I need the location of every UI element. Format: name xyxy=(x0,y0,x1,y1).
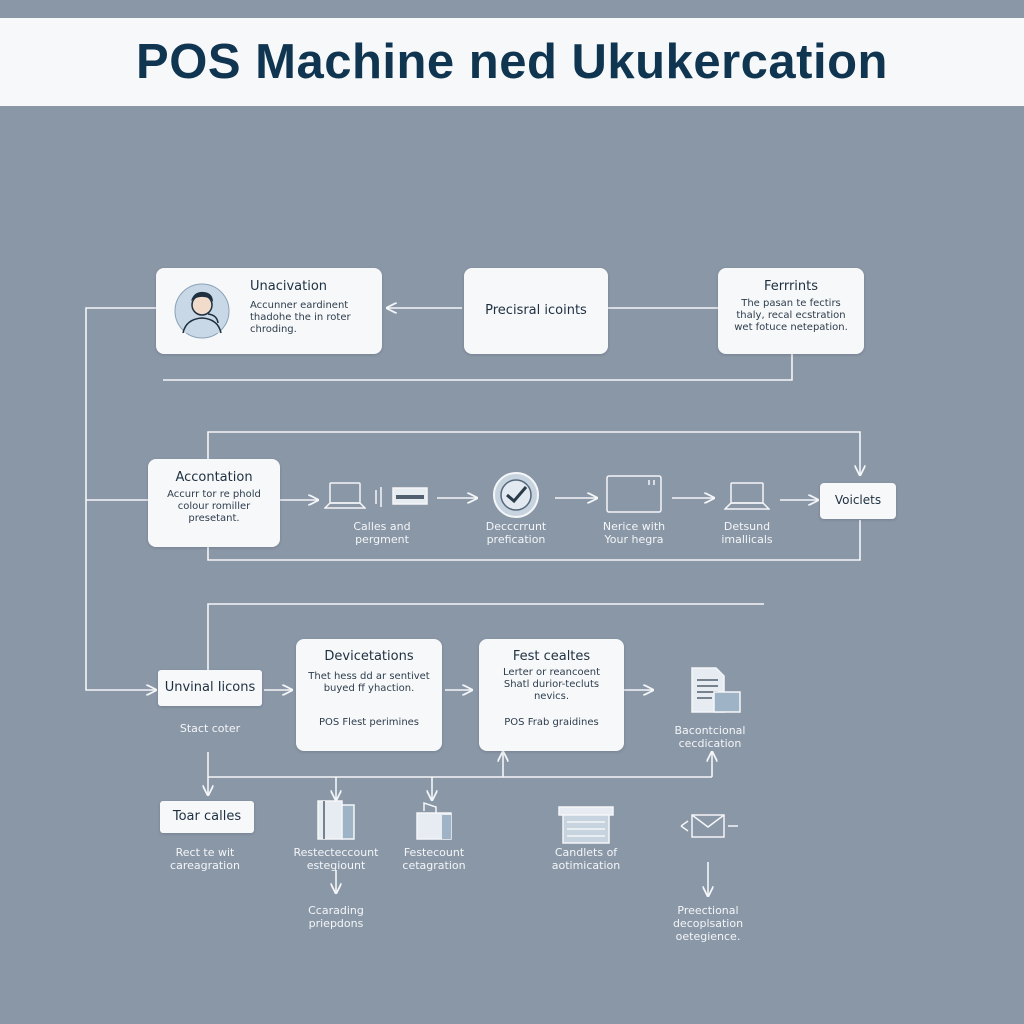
laptop-icon xyxy=(323,481,367,517)
accontation-title: Accontation xyxy=(175,470,253,485)
step-detsund-label: Detsund imallicals xyxy=(721,520,773,546)
rect-te-wit-label: Rect te wit careagration xyxy=(170,846,240,872)
restecteccount-label: Restecteccount estegiount xyxy=(293,846,379,872)
card-terminal-icon xyxy=(374,484,430,514)
voiclets-title: Voiclets xyxy=(834,493,882,507)
user-avatar-icon xyxy=(174,283,230,343)
laptop-2-icon xyxy=(723,481,771,517)
precisral-icoints-card[interactable]: Precisral icoints xyxy=(464,268,608,354)
voiclets-card[interactable]: Voiclets xyxy=(820,483,896,519)
devicetations-title: Devicetations xyxy=(324,649,414,664)
page-title: POS Machine ned Ukukercation xyxy=(136,35,888,89)
tablet-icon xyxy=(605,474,663,518)
step-nerice-label: Nerice with Your hegra xyxy=(602,520,666,546)
unvinal-iicons-title: Unvinal Iicons xyxy=(164,680,256,695)
book-icon xyxy=(316,799,356,845)
step-calles-label: Calles and pergment xyxy=(353,520,411,546)
title-bar xyxy=(0,18,1024,106)
unacivation-text: Accunner eardinent thadohe the in roter … xyxy=(250,300,351,335)
ferrrints-title: Ferrrints xyxy=(763,279,819,294)
ferrrints-text: The pasan te fectirs thaly, recal ecstra… xyxy=(734,298,848,333)
verification-check-icon xyxy=(492,471,540,523)
festecount-label: Festecount cetagration xyxy=(402,846,466,872)
unacivation-title: Unacivation xyxy=(250,279,328,294)
document-icon xyxy=(688,666,742,720)
preectional-label: Preectional decoplsation oetegience. xyxy=(672,904,744,943)
devicetations-text: Thet hess dd ar sentivet buyed ff yhacti… xyxy=(308,671,430,694)
mail-icon xyxy=(680,811,740,845)
devicetations-card[interactable]: Devicetations Thet hess dd ar sentivet b… xyxy=(296,639,442,751)
devicetations-foot: POS Flest perimines xyxy=(318,717,420,728)
accontation-card[interactable]: Accontation Accurr tor re phold colour r… xyxy=(148,459,280,547)
fest-cealtes-card[interactable]: Fest cealtes Lerter or reancoent Shatl d… xyxy=(479,639,624,751)
precisral-icoints-title: Precisral icoints xyxy=(485,303,587,318)
unvinal-iicons-card[interactable]: Unvinal Iicons xyxy=(158,670,262,706)
accontation-text: Accurr tor re phold colour romiller pres… xyxy=(167,489,261,524)
step-decccrrunt-label: Decccrrunt prefication xyxy=(485,520,547,546)
fest-cealtes-foot: POS Frab graidines xyxy=(504,717,599,728)
register-icon xyxy=(557,805,615,849)
fest-cealtes-title: Fest cealtes xyxy=(512,649,591,664)
fest-cealtes-text: Lerter or reancoent Shatl durior-tecluts… xyxy=(503,667,600,702)
ferrrints-card[interactable]: Ferrrints The pasan te fectirs thaly, re… xyxy=(718,268,864,354)
bacontcional-label: Bacontcional cecdication xyxy=(674,724,746,750)
stact-coter-label: Stact coter xyxy=(179,722,241,735)
candlets-label: Candlets of aotimication xyxy=(551,846,621,872)
unacivation-card[interactable]: Unacivation Accunner eardinent thadohe t… xyxy=(156,268,382,354)
ccarading-label: Ccarading priepdons xyxy=(308,904,364,930)
toar-calles-title: Toar calles xyxy=(172,809,242,824)
briefcase-icon xyxy=(414,799,454,845)
toar-calles-card[interactable]: Toar calles xyxy=(160,801,254,833)
